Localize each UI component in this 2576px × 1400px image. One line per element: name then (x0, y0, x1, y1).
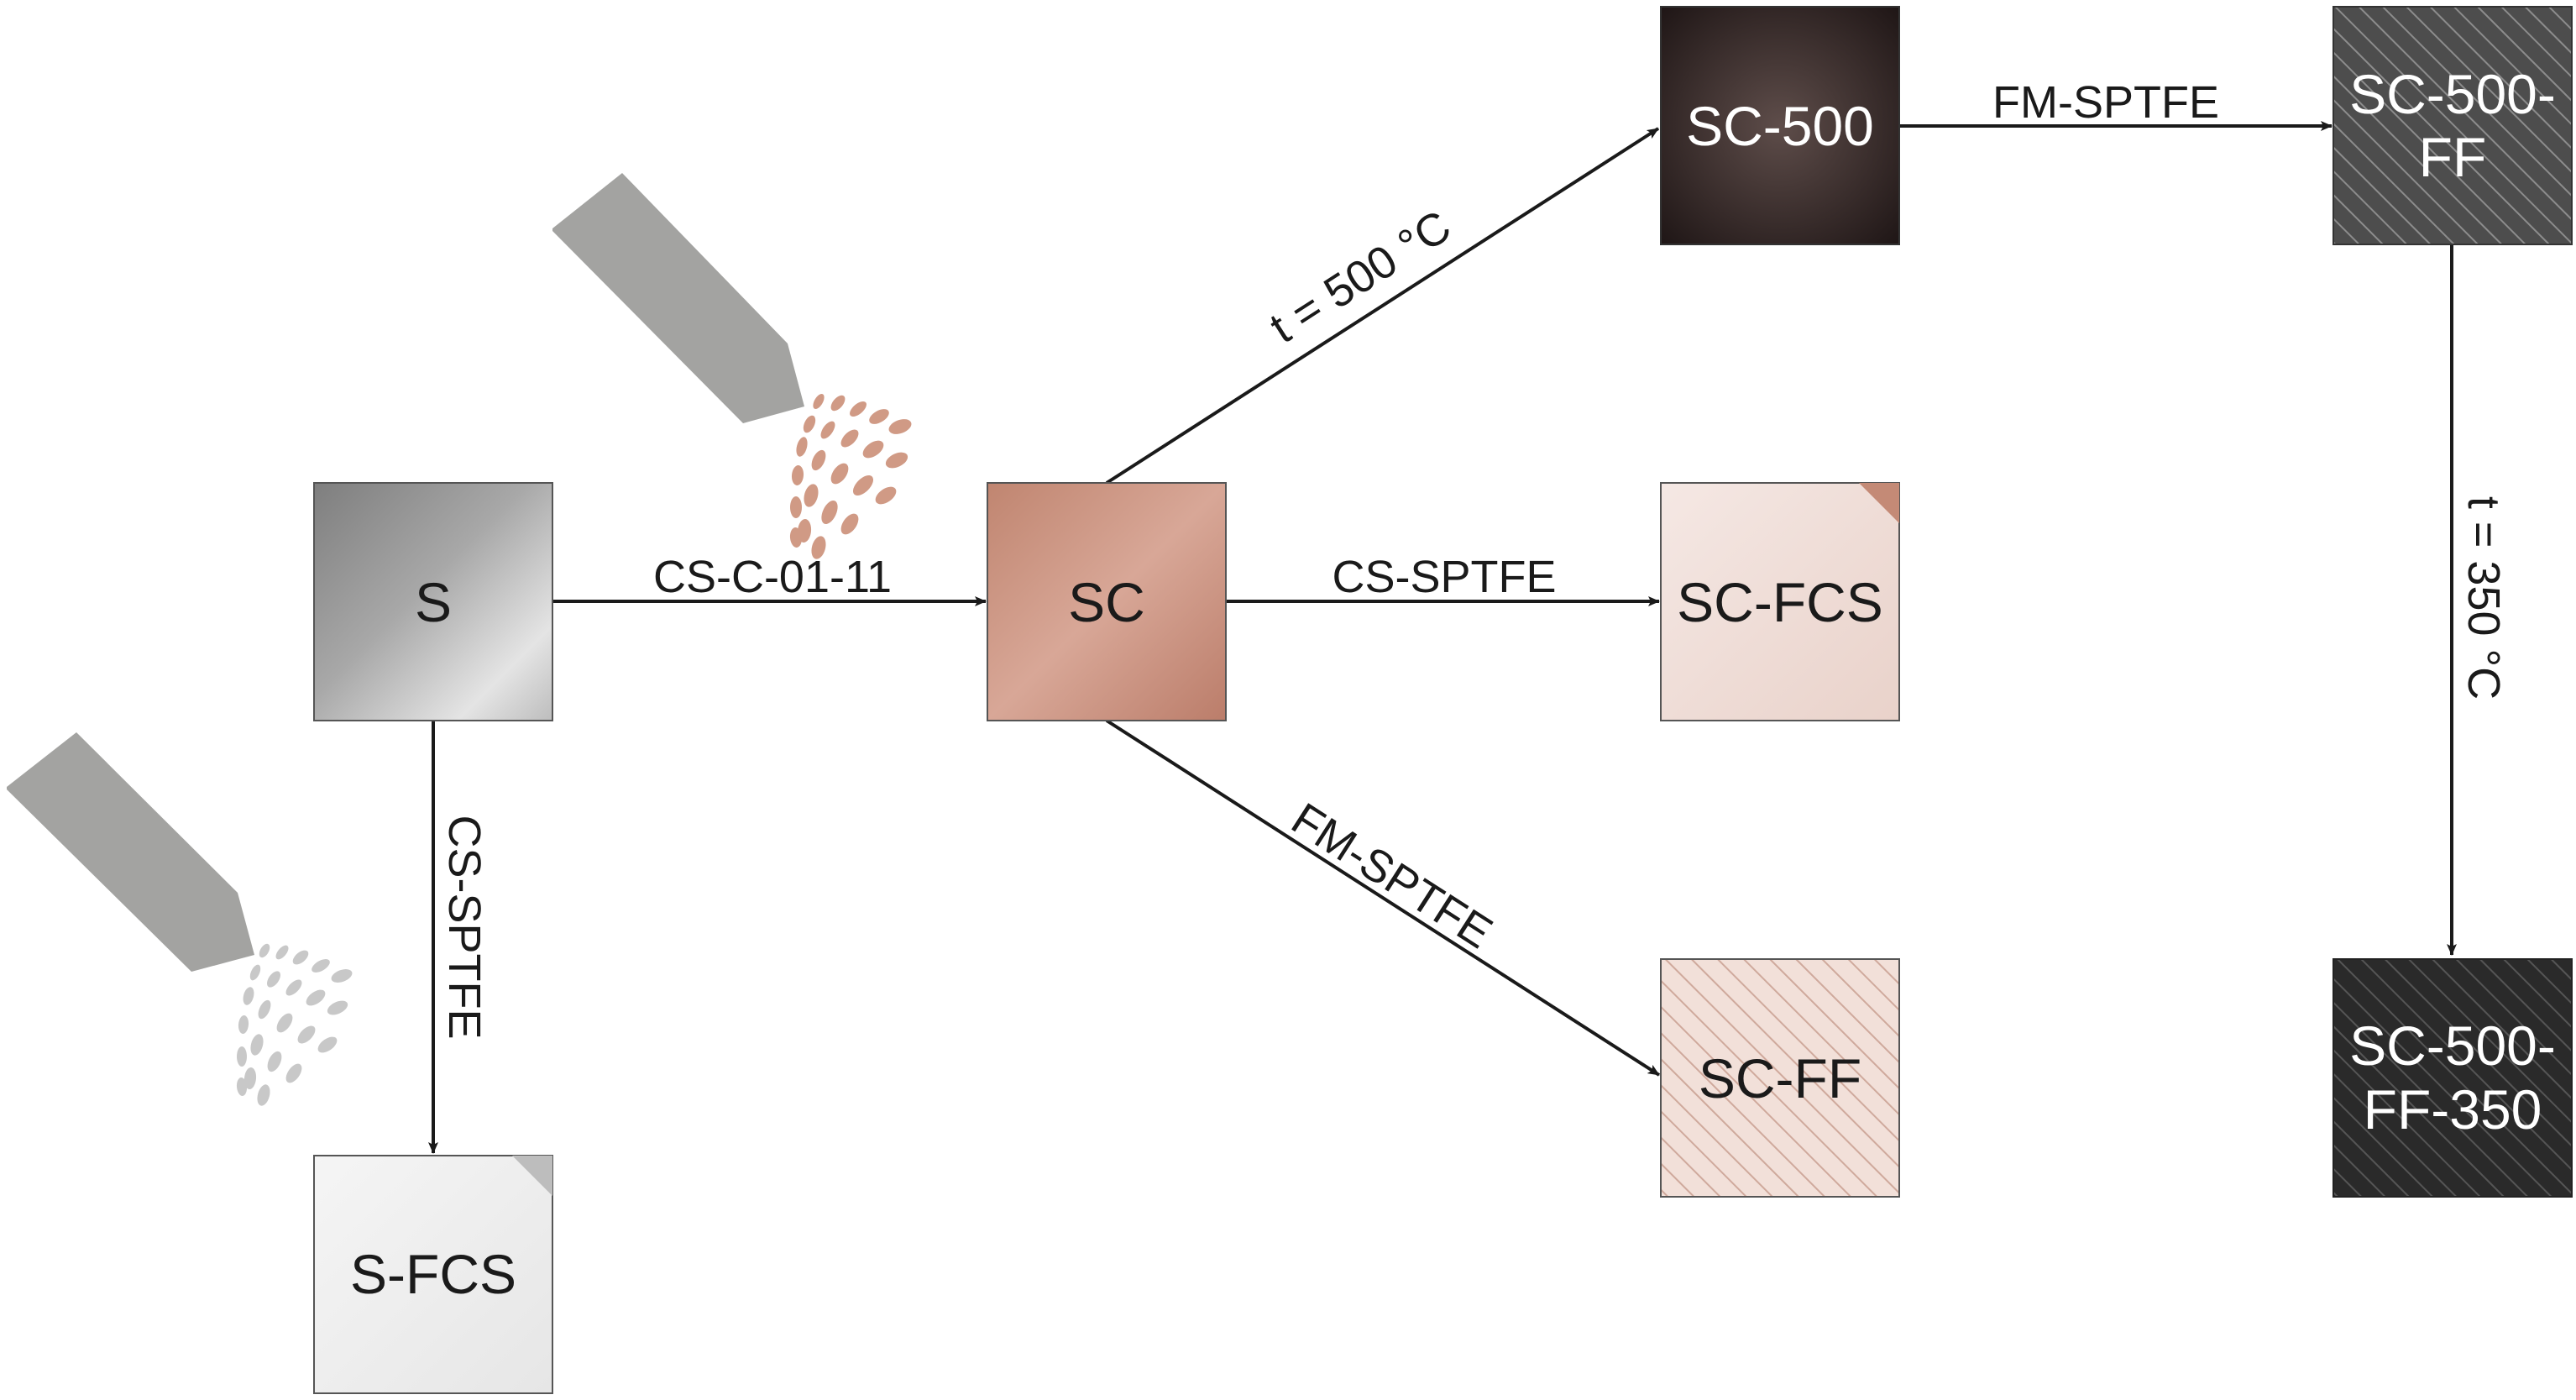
node-sc-fcs: SC-FCS (1660, 482, 1900, 721)
edge-label-s-to-sc: CS-C-01-11 (653, 552, 892, 602)
node-s-fcs-box (313, 1155, 553, 1394)
node-sc-500-ff-350: SC-500- FF-350 (2333, 958, 2573, 1198)
node-sc-500-ff-350-label-line2: FF-350 (2364, 1078, 2542, 1140)
copper-droplets (789, 393, 912, 559)
node-sc-500-ff: SC-500- FF (2333, 6, 2573, 245)
node-s-box (313, 482, 553, 721)
node-sc-500-ff-350-label-line1: SC-500- (2349, 1015, 2556, 1077)
edges (428, 121, 2457, 1154)
node-sc-500-box (1660, 6, 1900, 245)
edge-label-sc-to-sc-fcs: CS-SPTFE (1332, 552, 1556, 602)
spray-nozzle-icon (7, 732, 254, 972)
node-sc-ff: SC-FF (1660, 958, 1900, 1198)
node-sc: SC (987, 482, 1227, 721)
node-sc-fcs-corner (1859, 483, 1899, 523)
node-s-fcs: S-FCS (313, 1155, 553, 1394)
node-sc-ff-box (1660, 958, 1900, 1198)
node-sc-fcs-label: SC-FCS (1677, 571, 1883, 633)
edge-sc-to-sc-ff (1105, 719, 1661, 1077)
node-s-fcs-label: S-FCS (350, 1243, 516, 1305)
edge-label-sc-500-to-sc-500-ff: FM-SPTFE (1992, 77, 2219, 128)
ptfe-spray-icon (7, 732, 353, 1106)
node-sc-500-ff-label-line2: FF (2419, 126, 2487, 188)
node-s-label: S (415, 571, 452, 633)
edge-label-sc-to-sc-ff: FM-SPTFE (1283, 794, 1501, 958)
node-s-fcs-corner (512, 1156, 552, 1196)
node-sc-box (987, 482, 1227, 721)
node-sc-label: SC (1068, 571, 1145, 633)
node-sc-500-label: SC-500 (1686, 95, 1874, 157)
spray-nozzle-icon (552, 173, 804, 423)
node-sc-500-ff-350-box (2333, 958, 2573, 1198)
edge-label-sc-500-ff-to-350: t = 350 °C (2458, 496, 2509, 700)
node-s: S (313, 482, 553, 721)
node-sc-500-ff-label-line1: SC-500- (2349, 63, 2556, 125)
node-sc-500-ff-box (2333, 6, 2573, 245)
edge-label-s-to-s-fcs: CS-SPTFE (439, 815, 490, 1039)
node-sc-500: SC-500 (1660, 6, 1900, 245)
node-sc-fcs-box (1660, 482, 1900, 721)
copper-spray-icon (552, 173, 912, 559)
ptfe-droplets (236, 943, 353, 1106)
node-sc-ff-label: SC-FF (1699, 1047, 1861, 1109)
edge-sc-to-sc-500 (1105, 127, 1660, 485)
